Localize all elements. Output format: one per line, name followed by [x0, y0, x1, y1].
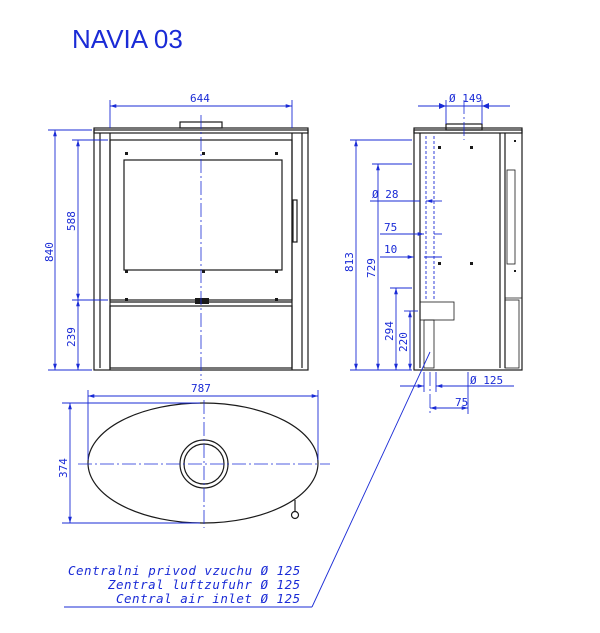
side-body-outline	[413, 129, 523, 371]
side-top-plate	[413, 127, 523, 134]
side-view: Ø 149 813 729 294 220 Ø 28 75 10	[343, 92, 523, 414]
air-lever-knob	[290, 500, 300, 520]
dim-inlet-center-height: 220	[397, 332, 410, 352]
note-line-1: Centralni privod vzuchu Ø 125	[68, 563, 301, 578]
front-view: 644 840 588 239	[43, 92, 309, 380]
front-screws	[125, 152, 278, 301]
dim-top-depth: 374	[57, 458, 70, 478]
dim-outlet-height: 729	[365, 258, 378, 278]
side-screws	[438, 140, 516, 272]
dim-top-width: 787	[191, 382, 211, 395]
dim-front-height: 840	[43, 242, 56, 262]
front-glass	[123, 159, 283, 271]
note-line-2: Zentral luftzufuhr Ø 125	[107, 577, 301, 592]
drawing-title: NAVIA 03	[72, 24, 183, 54]
dim-inlet-offset: 75	[455, 396, 468, 409]
front-air-lever	[195, 298, 209, 304]
dim-small-diameter: Ø 28	[372, 188, 399, 201]
dim-offset-10: 10	[384, 243, 397, 256]
dim-offset-75: 75	[384, 221, 397, 234]
dim-inlet-diameter: Ø 125	[470, 374, 503, 387]
dim-side-height: 813	[343, 252, 356, 272]
door-handle	[292, 199, 298, 243]
dim-glass-height: 588	[65, 211, 78, 231]
dim-front-width: 644	[190, 92, 210, 105]
dim-flue-diameter: Ø 149	[449, 92, 482, 105]
note-line-3: Central air inlet Ø 125	[116, 591, 301, 606]
top-view: 787 374	[57, 382, 330, 528]
air-inlet-pipe	[419, 301, 455, 321]
air-inlet-note: Centralni privod vzuchu Ø 125 Zentral lu…	[64, 351, 431, 608]
top-body-outline	[87, 402, 319, 524]
dim-base-height: 239	[65, 327, 78, 347]
dim-inlet-top-height: 294	[383, 321, 396, 341]
